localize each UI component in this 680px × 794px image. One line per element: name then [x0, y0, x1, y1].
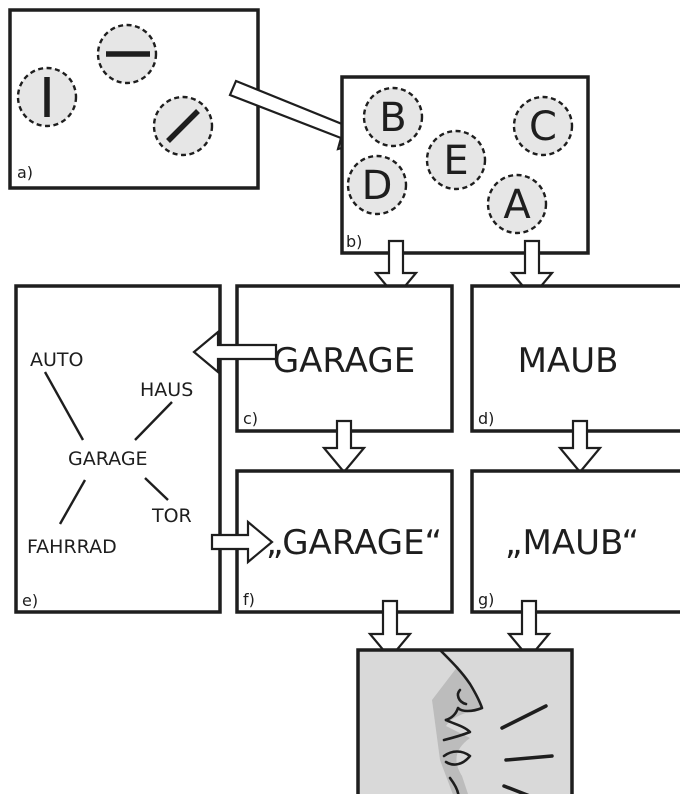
panel-a-label: a) — [17, 163, 33, 182]
arrow-pronunciation-to-speech-left — [367, 599, 413, 660]
panel-d-nonword: MAUB d) — [470, 284, 680, 433]
feature-horizontal-line — [96, 23, 158, 85]
assoc-tor: TOR — [151, 505, 192, 527]
arrow-nonword-to-phonology — [557, 419, 603, 474]
panel-b-label: b) — [346, 232, 362, 251]
panel-f-label: f) — [243, 590, 255, 609]
letter-e: E — [443, 138, 468, 184]
panel-e-box — [14, 284, 222, 614]
assoc-fahrrad: FAHRRAD — [27, 536, 117, 558]
panel-a-feature-detectors: a) — [8, 8, 260, 190]
spoken-garage: „GARAGE“ — [266, 523, 442, 563]
panel-g-pronunciation: „MAUB“ g) — [470, 469, 680, 614]
feature-diagonal-line — [152, 95, 214, 157]
word-maub: MAUB — [518, 341, 619, 381]
arrow-word-to-phonology — [321, 419, 367, 474]
letter-c: C — [529, 104, 557, 150]
assoc-haus: HAUS — [140, 379, 193, 401]
panel-b-letter-detectors: B E C D A b) — [340, 75, 590, 255]
feature-vertical-line — [16, 66, 78, 128]
speech-line-top — [500, 704, 548, 730]
assoc-auto: AUTO — [30, 349, 83, 371]
panel-g-box — [470, 469, 680, 614]
arrow-word-to-semantics — [192, 329, 278, 375]
speech-line-middle — [504, 754, 554, 762]
word-garage: GARAGE — [273, 341, 415, 381]
letter-b: B — [379, 95, 406, 141]
mouth-speaking-icon — [356, 648, 574, 794]
letter-a: A — [503, 182, 531, 228]
panel-c-label: c) — [243, 409, 258, 428]
panel-e-label: e) — [22, 591, 38, 610]
letter-d: D — [362, 163, 393, 209]
arrow-pronunciation-to-speech-right — [506, 599, 552, 660]
panel-g-label: g) — [478, 590, 494, 609]
speech-line-bottom — [502, 784, 530, 794]
arrow-semantics-to-pronunciation — [210, 519, 274, 565]
spoken-maub: „MAUB“ — [505, 523, 639, 563]
assoc-center-garage: GARAGE — [68, 448, 148, 470]
panel-d-label: d) — [478, 409, 494, 428]
panel-e-semantic-network: AUTO HAUS GARAGE TOR FAHRRAD e) — [14, 284, 222, 614]
